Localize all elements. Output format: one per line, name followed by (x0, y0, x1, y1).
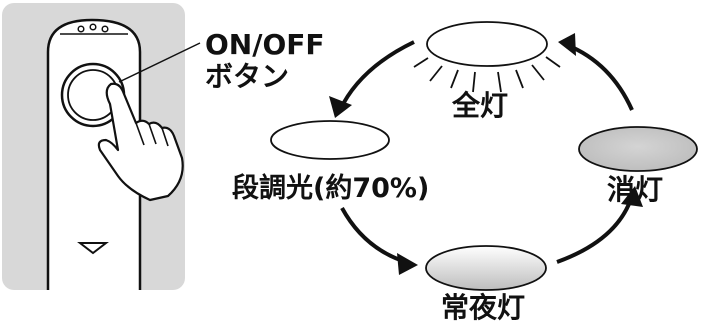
on-off-button[interactable] (60, 62, 126, 128)
chevron-down-icon (77, 242, 109, 255)
button-label-line2: ボタン (205, 60, 290, 93)
lamp-dimmed (270, 120, 390, 160)
arrowheads (329, 33, 643, 275)
arrow-night-to-off (556, 195, 634, 264)
state-label-off: 消灯 (607, 173, 664, 206)
remote-panel (2, 3, 201, 290)
button-leader-line (118, 42, 201, 83)
hand-pointer-icon (97, 82, 184, 202)
lamp-full (413, 21, 561, 93)
lamp-night (425, 245, 547, 291)
arrowhead-right (397, 253, 418, 275)
lamp-off (578, 126, 698, 172)
light-rays (413, 56, 561, 93)
arrow-full-to-dimmed (338, 40, 415, 111)
state-label-full: 全灯 (452, 89, 509, 122)
state-label-night: 常夜灯 (441, 291, 526, 324)
arrowhead-down-left (329, 96, 352, 118)
arrowhead-left (558, 33, 576, 56)
button-label-line1: ON/OFF (205, 28, 325, 61)
arrowhead-up (621, 186, 643, 207)
state-label-dimmed: 段調光(約70%) (232, 173, 430, 204)
arrow-off-to-full (566, 43, 634, 111)
